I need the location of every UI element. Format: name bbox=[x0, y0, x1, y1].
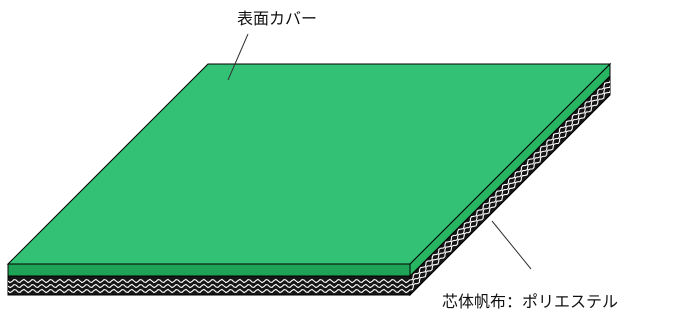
top-layer-leader-line bbox=[227, 33, 249, 81]
cover-front-face bbox=[7, 263, 411, 277]
side-weave-line bbox=[410, 80, 610, 281]
side-weave-line bbox=[410, 90, 610, 291]
core-layer-label: 芯体帆布：ポリエステル bbox=[442, 292, 618, 311]
core-layer-leader-line bbox=[491, 220, 532, 270]
core-canvas-layer bbox=[7, 74, 611, 297]
top-layer-label: 表面カバー bbox=[237, 9, 317, 28]
core-front-weave-pattern bbox=[8, 278, 410, 294]
front-weave-line bbox=[8, 288, 410, 294]
cover-top-face bbox=[6, 63, 612, 265]
front-weave-line bbox=[8, 278, 410, 284]
side-weave-line bbox=[410, 85, 610, 286]
front-weave-line bbox=[8, 283, 410, 289]
core-side-weave-pattern bbox=[410, 80, 610, 291]
surface-cover-layer bbox=[6, 62, 612, 278]
